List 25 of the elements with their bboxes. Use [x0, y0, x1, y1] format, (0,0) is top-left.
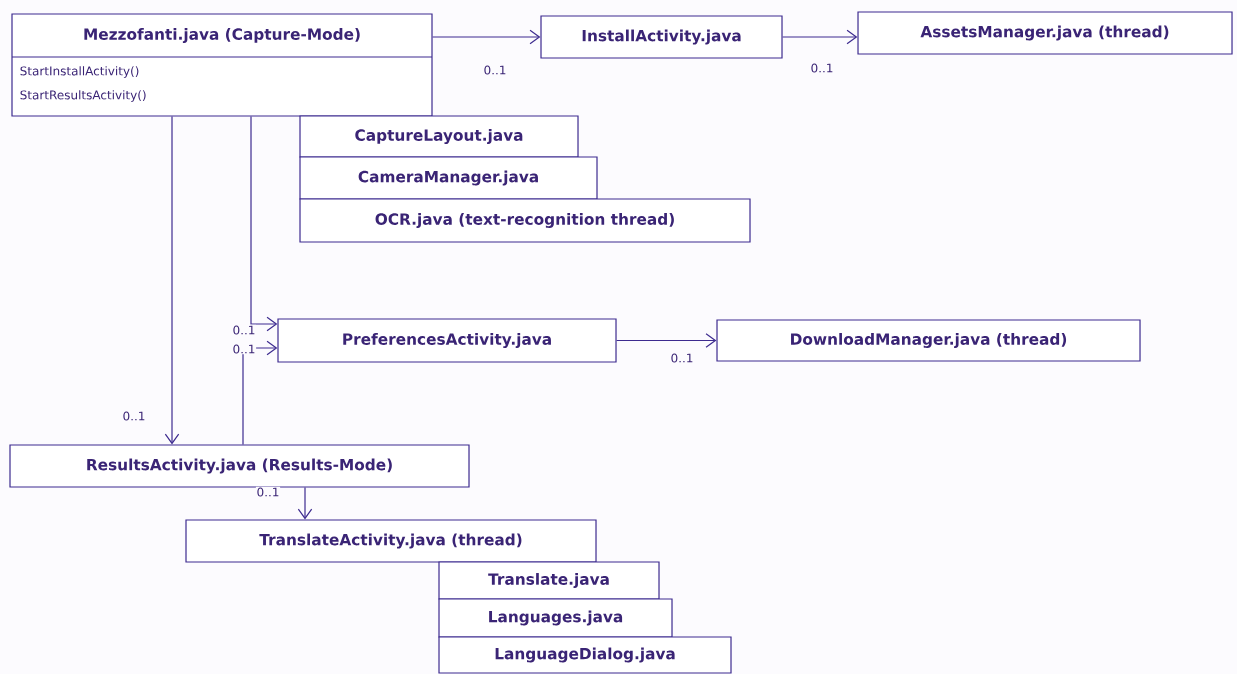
class-box: DownloadManager.java (thread)	[716, 319, 1141, 362]
class-box: AssetsManager.java (thread)	[857, 11, 1233, 55]
arrow	[250, 116, 278, 332]
multiplicity-label: 0..1	[669, 352, 695, 364]
class-box: LanguageDialog.java	[438, 636, 732, 674]
multiplicity-label: 0..1	[255, 486, 281, 498]
arrow	[616, 333, 717, 348]
class-box: Translate.java	[438, 561, 660, 600]
class-box: Languages.java	[438, 598, 673, 638]
class-box: PreferencesActivity.java	[277, 318, 617, 363]
arrow	[782, 29, 858, 45]
class-box: OCR.java (text-recognition thread)	[299, 198, 751, 243]
class-box: ResultsActivity.java (Results-Mode)	[9, 444, 470, 488]
multiplicity-label: 0..1	[121, 410, 147, 422]
multiplicity-label: 0..1	[231, 324, 257, 336]
class-box: InstallActivity.java	[540, 15, 783, 59]
class-box: CaptureLayout.java	[299, 115, 579, 158]
arrow	[297, 487, 313, 520]
class-box: CameraManager.java	[299, 156, 598, 200]
arrow	[164, 116, 180, 445]
multiplicity-label: 0..1	[231, 343, 257, 355]
arrow	[242, 340, 278, 445]
multiplicity-label: 0..1	[809, 62, 835, 74]
multiplicity-label: 0..1	[482, 64, 508, 76]
arrow	[432, 29, 541, 45]
